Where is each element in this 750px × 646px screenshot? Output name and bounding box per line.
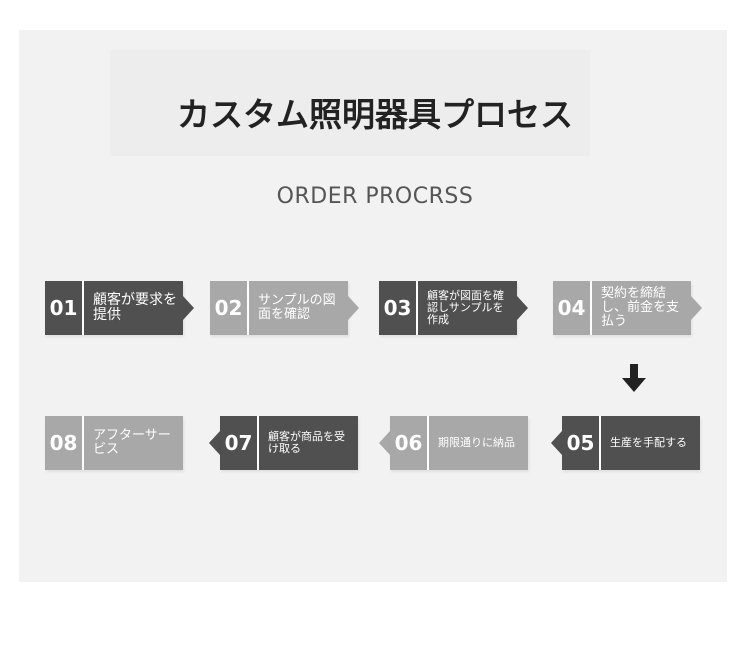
step-label: 期限通りに納品 bbox=[438, 435, 515, 449]
step-number: 03 bbox=[383, 296, 412, 320]
step-label: 顧客が商品を受け取る bbox=[268, 429, 345, 455]
step-divider bbox=[599, 416, 601, 470]
step-label: 顧客が図面を確認しサンプルを作成 bbox=[427, 288, 504, 327]
step-number: 05 bbox=[566, 431, 595, 455]
arrow-down-icon bbox=[622, 364, 646, 392]
step-number: 08 bbox=[49, 431, 78, 455]
step-07: 07 顧客が商品を受け取る bbox=[220, 416, 358, 470]
arrow-left-icon bbox=[379, 431, 390, 455]
step-06: 06 期限通りに納品 bbox=[390, 416, 528, 470]
step-divider bbox=[590, 281, 592, 335]
step-label: 契約を締結し、前金を支払う bbox=[601, 285, 680, 330]
page-subtitle: ORDER PROCRSS bbox=[276, 184, 474, 209]
step-number: 07 bbox=[224, 431, 253, 455]
arrow-left-icon bbox=[551, 431, 562, 455]
step-03: 03 顧客が図面を確認しサンプルを作成 bbox=[379, 281, 517, 335]
arrow-right-icon bbox=[517, 296, 528, 320]
step-divider bbox=[247, 281, 249, 335]
step-divider bbox=[257, 416, 259, 470]
title-band bbox=[110, 50, 590, 156]
step-number: 06 bbox=[394, 431, 423, 455]
step-label: 生産を手配する bbox=[610, 435, 687, 449]
step-label: アフターサービス bbox=[93, 427, 171, 457]
step-number: 01 bbox=[49, 296, 78, 320]
step-number: 04 bbox=[557, 296, 586, 320]
step-divider bbox=[82, 416, 84, 470]
arrow-right-icon bbox=[691, 296, 702, 320]
step-08: 08 アフターサービス bbox=[45, 416, 183, 470]
step-02: 02 サンプルの図面を確認 bbox=[210, 281, 348, 335]
page-title: カスタム照明器具プロセス bbox=[177, 95, 573, 134]
step-05: 05 生産を手配する bbox=[562, 416, 700, 470]
arrow-right-icon bbox=[183, 296, 194, 320]
step-divider bbox=[82, 281, 84, 335]
step-label: 顧客が要求を提供 bbox=[93, 291, 177, 323]
step-divider bbox=[427, 416, 429, 470]
arrow-left-icon bbox=[209, 431, 220, 455]
step-04: 04 契約を締結し、前金を支払う bbox=[553, 281, 691, 335]
step-divider bbox=[416, 281, 418, 335]
step-01: 01 顧客が要求を提供 bbox=[45, 281, 183, 335]
step-number: 02 bbox=[214, 296, 243, 320]
step-label: サンプルの図面を確認 bbox=[258, 292, 336, 322]
arrow-right-icon bbox=[348, 296, 359, 320]
